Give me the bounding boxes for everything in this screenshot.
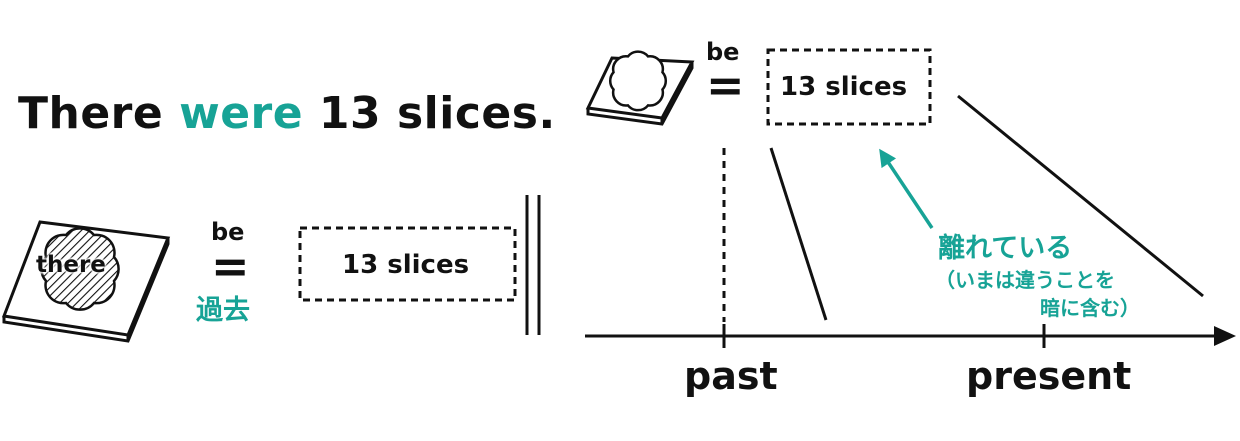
annotation-line-2: 暗に含む） <box>1040 296 1140 320</box>
present-label: present <box>966 354 1132 398</box>
timeline-arrowhead <box>1214 326 1236 346</box>
left-plate-icon <box>1 220 171 343</box>
sentence-verb: were <box>179 88 304 139</box>
right-cake-icon <box>609 50 667 112</box>
right-dashed-box <box>766 48 932 126</box>
separation-line-past <box>769 147 828 321</box>
sentence-subject: There <box>18 88 164 139</box>
separation-line-present <box>957 94 1204 298</box>
annotation-arrow <box>879 148 934 229</box>
past-label: past <box>684 354 778 398</box>
left-plate-label: there <box>36 252 106 278</box>
tense-label: 過去 <box>196 295 250 326</box>
left-equals-sign: = <box>211 239 250 293</box>
left-be-label: be <box>211 218 245 246</box>
left-box-text: 13 slices <box>342 250 470 280</box>
left-cake-icon <box>40 227 120 311</box>
left-dashed-box <box>298 226 517 302</box>
right-equals-sign: = <box>706 58 745 112</box>
right-box-text: 13 slices <box>780 72 908 102</box>
annotation-line-1: （いまは違うことを <box>935 268 1115 292</box>
annotation-main: 離れている <box>938 233 1073 264</box>
example-sentence: There were 13 slices. <box>18 88 556 139</box>
right-plate-icon <box>585 50 695 126</box>
sentence-rest: 13 slices. <box>318 88 556 139</box>
right-be-label: be <box>706 38 740 66</box>
